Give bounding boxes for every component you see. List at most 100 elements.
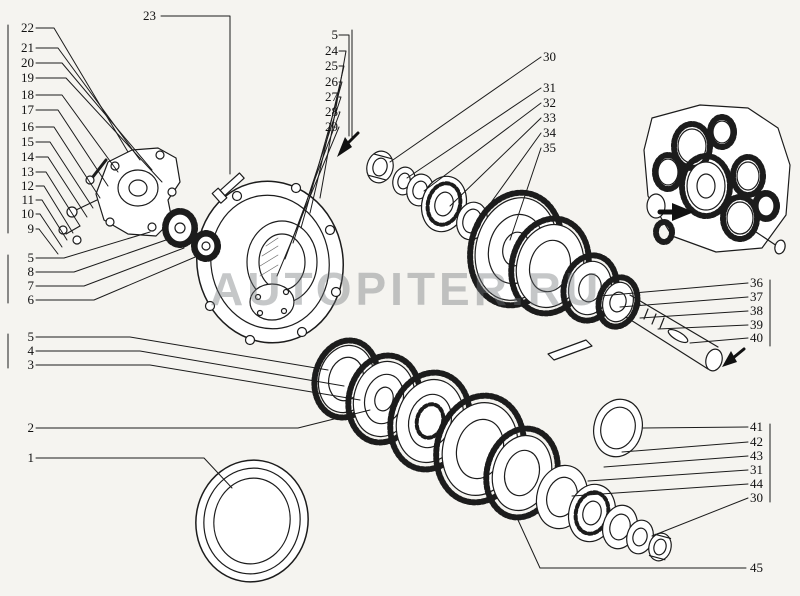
- leader-line-45: [517, 519, 747, 569]
- callout-36-label-35: 35: [543, 140, 556, 155]
- callout-33-label-32: 32: [543, 95, 556, 110]
- callout-48-label-45: 45: [750, 560, 763, 575]
- leader-line-43: [603, 455, 749, 468]
- arrow-icon: [657, 203, 694, 221]
- leader-line-30: [651, 497, 749, 537]
- callout-35-label-34: 34: [543, 125, 556, 140]
- callout-15-label-8: 8: [27, 264, 35, 279]
- shaft-end-nut: [648, 532, 672, 562]
- arrow-icon: [722, 347, 746, 367]
- leader-line-16: [35, 126, 101, 199]
- callout-0-label-22: 22: [21, 20, 34, 35]
- leader-line-3: [35, 364, 361, 401]
- leader-line-39: [657, 324, 749, 330]
- ball-bearing: [420, 175, 468, 233]
- callout-26-label-25: 25: [325, 58, 338, 73]
- callout-34-label-33: 33: [543, 110, 556, 125]
- leader-line-4: [35, 350, 345, 387]
- leader-line-35: [509, 147, 542, 241]
- callout-28-label-27: 27: [325, 89, 338, 104]
- leader-line-20: [35, 62, 153, 171]
- large-bearing-ring: [195, 459, 309, 583]
- leader-line-19: [35, 77, 163, 183]
- leader-line-13: [35, 171, 81, 227]
- callout-24-label-5: 5: [331, 27, 339, 42]
- leader-line-44: [571, 483, 749, 497]
- callout-6-label-16: 16: [21, 119, 34, 134]
- leader-line-14: [35, 156, 88, 218]
- callout-17-label-6: 6: [27, 292, 35, 307]
- leader-line-2: [35, 409, 371, 429]
- leader-line-40: [689, 337, 749, 344]
- callout-42-label-41: 41: [750, 419, 763, 434]
- callout-32-label-31: 31: [543, 80, 556, 95]
- front-cover-housing: [195, 180, 345, 346]
- callout-9-label-13: 13: [21, 164, 34, 179]
- leader-line-31: [406, 87, 542, 179]
- thrust-ring: [593, 398, 643, 458]
- leader-line-8: [35, 239, 167, 273]
- pump-drive-gears: [162, 208, 221, 262]
- callout-13-label-9: 9: [27, 221, 35, 236]
- callout-20-label-3: 3: [27, 357, 35, 372]
- callout-19-label-4: 4: [27, 343, 35, 358]
- leader-line-42: [621, 441, 749, 453]
- leader-line-34: [476, 132, 542, 223]
- arrow-icon: [337, 131, 360, 157]
- leader-line-9: [35, 228, 59, 255]
- callout-41-label-40: 40: [750, 330, 763, 345]
- callout-10-label-12: 12: [21, 178, 34, 193]
- callout-30-label-29: 29: [325, 119, 338, 134]
- callout-43-label-42: 42: [750, 434, 763, 449]
- callout-22-label-1: 1: [27, 450, 35, 465]
- watermark: AUTOPITER.RU: [210, 263, 603, 315]
- stud-bolt: [211, 172, 245, 204]
- assembly-direction-arrows: [337, 131, 746, 367]
- leader-line-5: [35, 231, 151, 259]
- leader-line-38: [639, 310, 749, 319]
- callout-5-label-17: 17: [21, 102, 34, 117]
- callout-27-label-26: 26: [325, 74, 338, 89]
- leader-line-28: [284, 111, 341, 260]
- callout-18-label-5: 5: [27, 329, 35, 344]
- input-shaft-gear-train: [366, 150, 641, 330]
- leader-line-7: [35, 247, 185, 287]
- leader-line-10: [35, 213, 63, 248]
- leader-line-31: [587, 469, 749, 482]
- callout-38-label-37: 37: [750, 289, 763, 304]
- callout-47-label-30: 30: [750, 490, 763, 505]
- pto-pump-assembly: [58, 147, 221, 262]
- callout-31-label-30: 30: [543, 49, 556, 64]
- callout-44-label-43: 43: [750, 448, 763, 463]
- callout-1-label-21: 21: [21, 40, 34, 55]
- leader-line-12: [35, 185, 74, 234]
- callout-29-label-28: 28: [325, 104, 338, 119]
- callout-39-label-38: 38: [750, 303, 763, 318]
- leader-line-18: [35, 94, 119, 173]
- callout-14-label-5: 5: [27, 250, 35, 265]
- leader-line-5: [35, 336, 329, 371]
- leader-line-15: [35, 141, 94, 209]
- leader-line-6: [35, 254, 201, 301]
- leader-line-30: [389, 56, 542, 163]
- leader-line-11: [35, 199, 68, 241]
- callout-25-label-24: 24: [325, 43, 338, 58]
- leader-line-29: [276, 126, 340, 277]
- callout-bracket-lines: [7, 24, 771, 503]
- mainshaft-gear-cluster: [311, 337, 672, 562]
- leader-line-23: [160, 15, 231, 175]
- shaft-key: [547, 339, 593, 361]
- shaft-nut: [366, 150, 394, 184]
- leader-line-24: [319, 50, 347, 199]
- leader-line-5: [338, 34, 350, 137]
- callout-4-label-18: 18: [21, 87, 34, 102]
- callout-12-label-10: 10: [21, 206, 34, 221]
- callout-23-label-23: 23: [143, 8, 156, 23]
- callout-3-label-19: 19: [21, 70, 34, 85]
- callout-2-label-20: 20: [21, 55, 34, 70]
- leader-line-17: [35, 109, 109, 187]
- leader-lines: [35, 15, 749, 569]
- callout-16-label-7: 7: [27, 278, 35, 293]
